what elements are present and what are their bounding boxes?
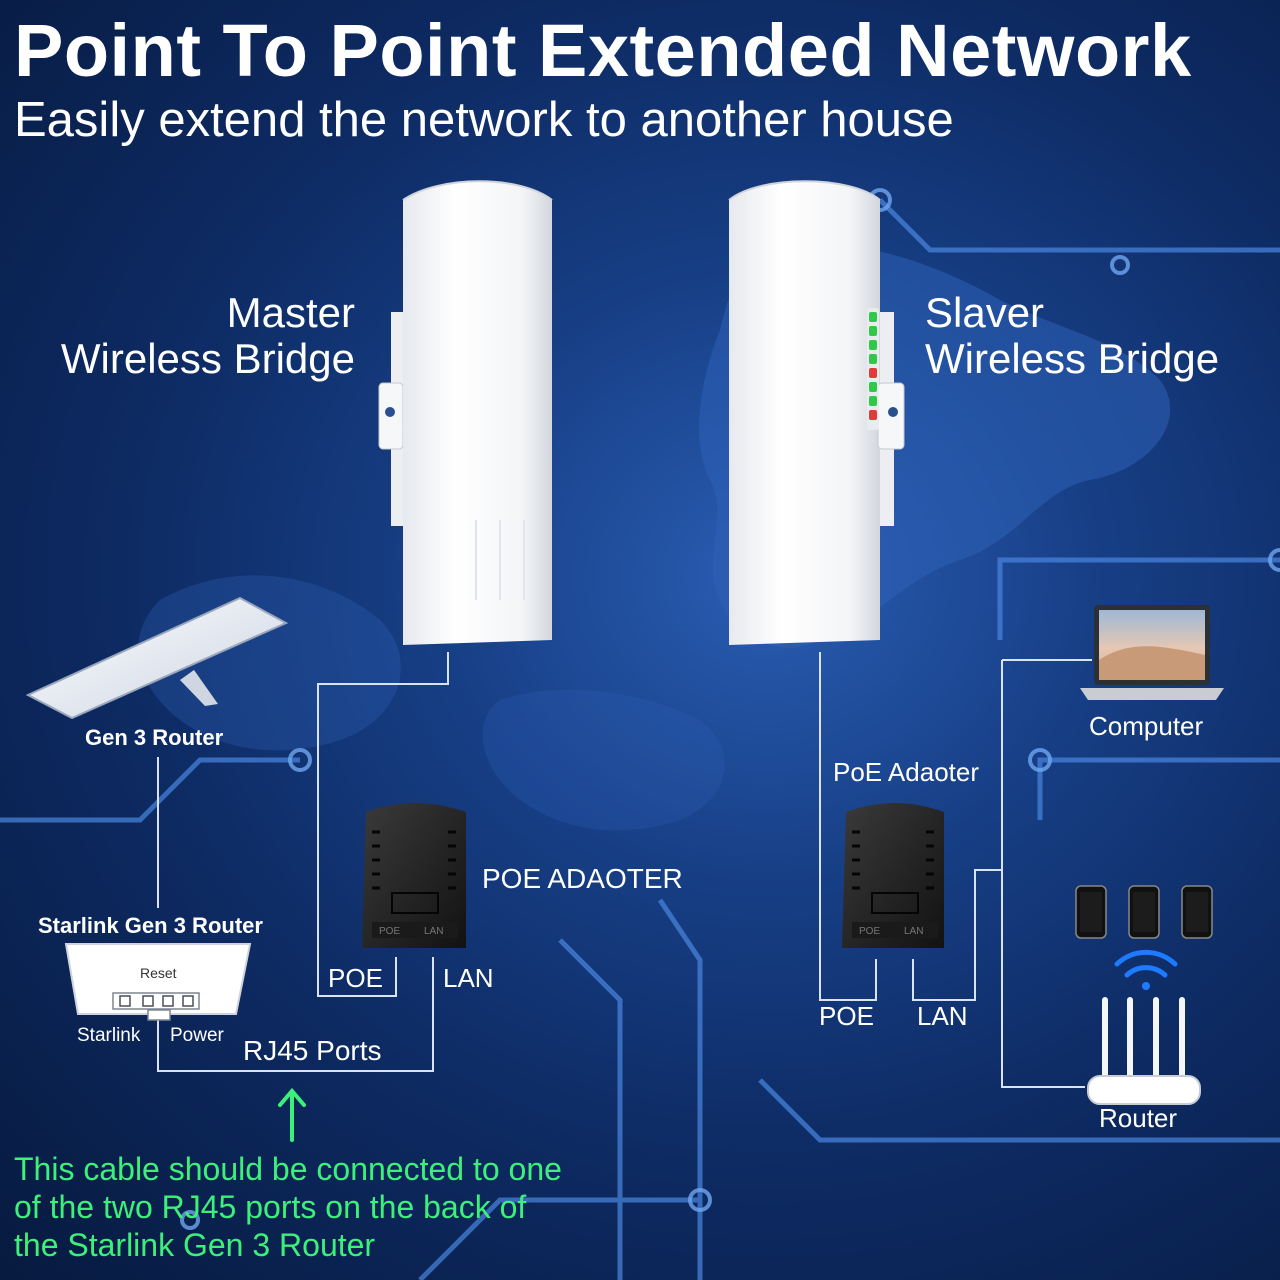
reset-label: Reset xyxy=(140,965,177,981)
right-poe-adapter-title: PoE Adaoter xyxy=(833,757,979,787)
computer-label: Computer xyxy=(1089,711,1204,741)
rj45-ports-label: RJ45 Ports xyxy=(243,1035,382,1066)
signal-led-strip xyxy=(867,308,879,430)
left-lan-port-label: LAN xyxy=(443,963,494,993)
cable-note-line2: of the two RJ45 ports on the back of xyxy=(14,1189,527,1225)
smartphone-icon xyxy=(1075,885,1107,939)
slaver-bridge-label-line2: Wireless Bridge xyxy=(925,335,1220,382)
laptop-icon xyxy=(1080,605,1224,700)
smartphone-icon xyxy=(1128,885,1160,939)
slaver-bridge-label: Slaver Wireless Bridge xyxy=(925,290,1219,382)
router-label: Router xyxy=(1099,1103,1178,1133)
arrow-up-icon xyxy=(278,1087,306,1142)
right-lan-port-label: LAN xyxy=(917,1001,968,1031)
poe-adapter-icon xyxy=(842,803,944,948)
left-adapter-case-poe: POE xyxy=(379,926,401,937)
power-port-label: Power xyxy=(170,1025,224,1046)
smartphone-icon xyxy=(1181,885,1213,939)
master-wireless-bridge xyxy=(378,180,553,645)
right-adapter-case-poe: POE xyxy=(859,926,881,937)
cable-note-line1: This cable should be connected to one xyxy=(14,1151,562,1187)
slaver-bridge-label-line1: Slaver xyxy=(925,289,1045,336)
poe-adapter-icon xyxy=(362,803,466,948)
wifi-icon xyxy=(1114,949,1178,990)
left-adapter-case-lan: LAN xyxy=(424,926,444,937)
page-title: Point To Point Extended Network xyxy=(14,9,1192,92)
left-poe-port-label: POE xyxy=(328,963,383,993)
right-adapter-case-lan: LAN xyxy=(904,926,924,937)
starlink-router-title: Starlink Gen 3 Router xyxy=(38,913,263,938)
gen3-router-label: Gen 3 Router xyxy=(85,725,224,750)
slaver-wireless-bridge xyxy=(728,180,905,645)
connection-wires xyxy=(157,652,1092,1088)
master-bridge-label: Master Wireless Bridge xyxy=(61,290,355,382)
master-bridge-label-line1: Master xyxy=(226,289,355,336)
left-poe-adapter-title: POE ADAOTER xyxy=(482,863,683,894)
router-icon xyxy=(1087,997,1201,1105)
satellite-dish-icon xyxy=(25,596,289,720)
circuit-traces xyxy=(0,198,1280,1280)
starlink-port-label: Starlink xyxy=(77,1025,141,1046)
cable-note: This cable should be connected to one of… xyxy=(14,1150,562,1264)
master-bridge-label-line2: Wireless Bridge xyxy=(60,335,355,382)
cable-note-line3: the Starlink Gen 3 Router xyxy=(14,1227,376,1263)
right-poe-port-label: POE xyxy=(819,1001,874,1031)
starlink-router-box xyxy=(64,943,252,1021)
page-subtitle: Easily extend the network to another hou… xyxy=(14,93,954,147)
